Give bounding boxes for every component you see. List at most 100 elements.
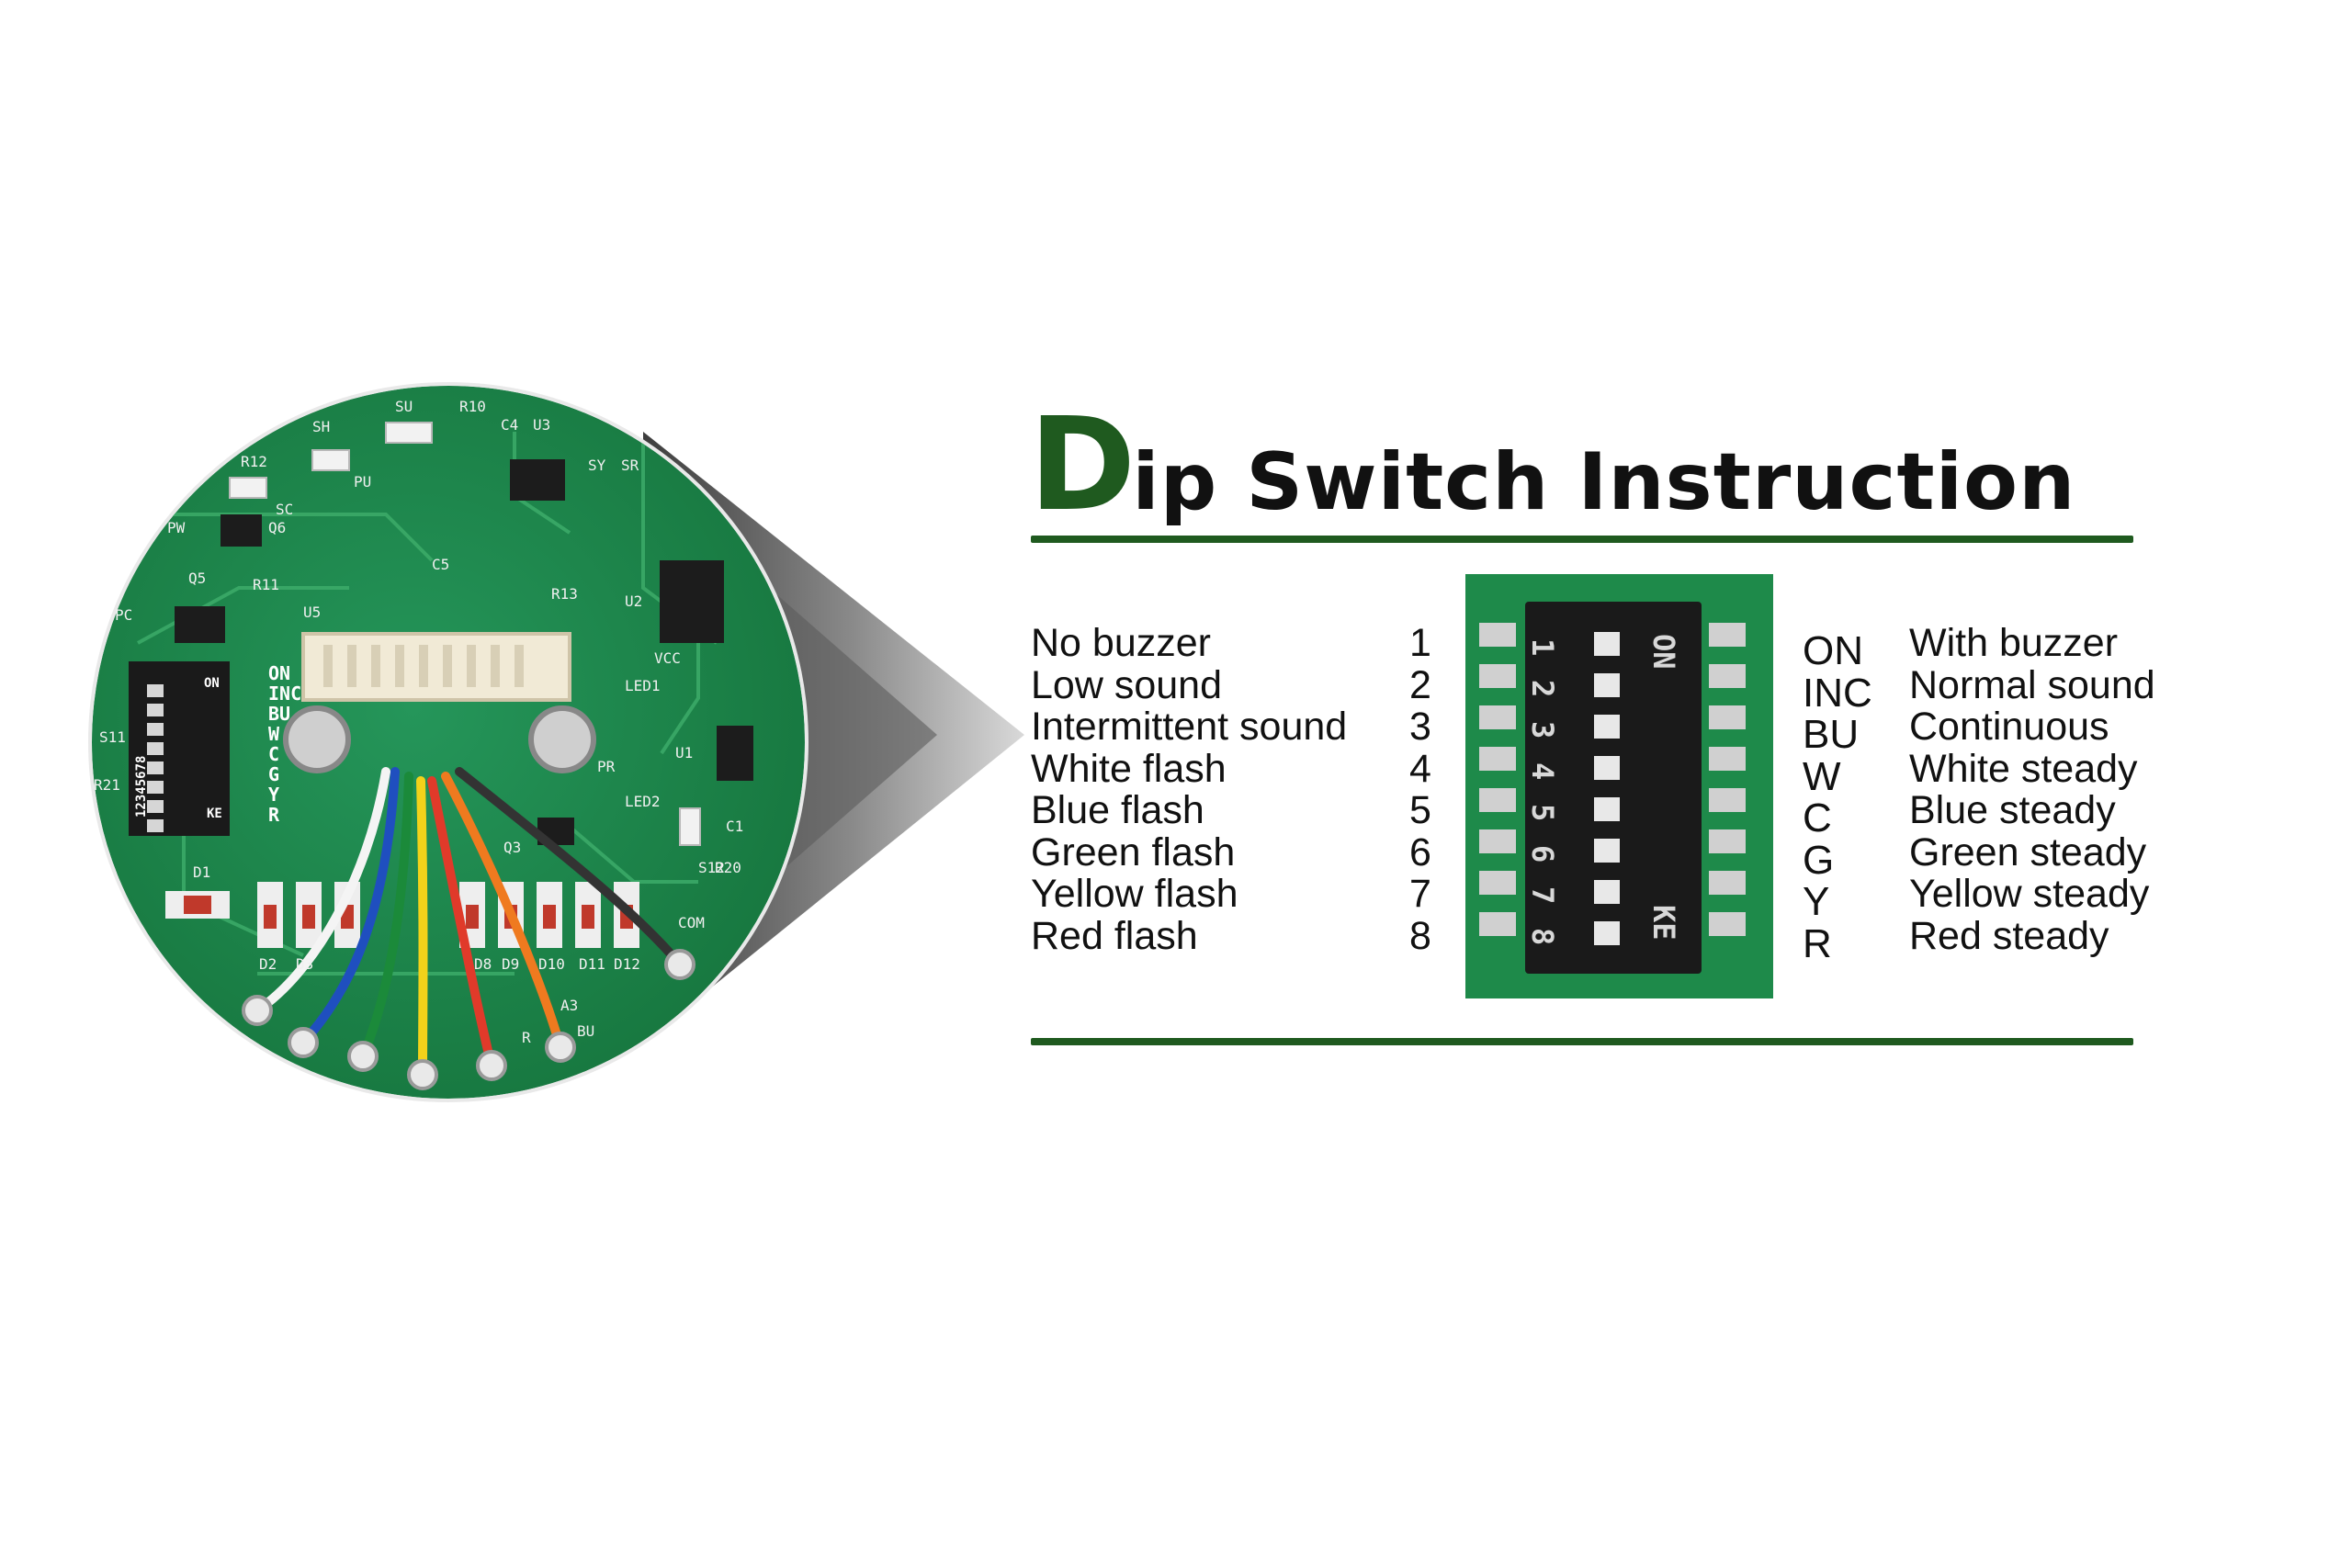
pcb-dip-switch (129, 661, 230, 836)
on-label: Normal sound (1909, 662, 2155, 707)
pcb-silk-label: R10 (459, 398, 486, 415)
off-label: Green flash (1031, 829, 1236, 874)
switch-number: 1 (1409, 621, 1431, 665)
switch-code: BU (1803, 712, 1860, 757)
pcb-silk-label: U3 (533, 416, 550, 434)
switch-code: Y (1803, 879, 1830, 924)
off-label: Blue flash (1031, 788, 1204, 832)
switch-codes-column: ON INC BU W C G Y R (1803, 630, 1872, 964)
dip-switch-number: 5 (1525, 804, 1560, 821)
pcb-chips (175, 459, 753, 845)
switch-number: 8 (1409, 913, 1431, 958)
pcb-silk-label: VCC (654, 649, 681, 667)
pcb-silk-label: D11 (579, 955, 605, 973)
pcb-silk-label: SY (588, 457, 606, 474)
bottom-divider (1031, 1038, 2133, 1045)
pcb-silk-label: D8 (474, 955, 492, 973)
pcb-silk-label: D10 (538, 955, 565, 973)
on-label: Yellow steady (1909, 872, 2150, 916)
pcb-silk-label: R12 (241, 453, 267, 470)
dip-switch-number: 8 (1525, 928, 1560, 945)
pcb-silk-label: SR (621, 457, 639, 474)
on-label: Red steady (1909, 913, 2109, 958)
dip-switch-toggles (1594, 632, 1620, 945)
off-label: Intermittent sound (1031, 705, 1348, 749)
off-label: White flash (1031, 746, 1227, 791)
pcb-silk-label: Q3 (503, 839, 521, 856)
switch-number: 3 (1409, 705, 1431, 749)
pcb-silk-label: R13 (551, 585, 578, 603)
off-label: Red flash (1031, 913, 1198, 958)
pcb-silk-label: U2 (625, 592, 642, 610)
on-label: Green steady (1909, 829, 2147, 874)
dip-switch-pads (1479, 623, 1746, 936)
off-label: Low sound (1031, 662, 1222, 707)
pcb-dip-label: W (268, 723, 280, 745)
pcb-silk-label: C5 (432, 556, 449, 573)
on-label: Continuous (1909, 705, 2109, 749)
switch-number: 7 (1409, 872, 1431, 916)
dip-switch-on-label: ON (1646, 634, 1681, 670)
pcb-dip-label: ON (268, 662, 290, 684)
switch-code: INC (1803, 670, 1872, 716)
switch-number: 2 (1409, 662, 1431, 707)
pcb-silk-label: PC (115, 606, 132, 624)
dip-switch-number: 3 (1525, 721, 1560, 739)
pcb-screw (283, 705, 351, 773)
pcb-header-connector (301, 632, 571, 702)
pcb-silk-label: SC (276, 501, 293, 518)
title-initial: D (1029, 390, 1136, 540)
off-label: No buzzer (1031, 621, 1211, 665)
page-title: Dip Switch Instruction (1029, 390, 2132, 540)
pcb-dip-label: Y (268, 784, 279, 806)
pcb-dip-label: C (268, 743, 279, 765)
pcb-silk-label: C4 (501, 416, 518, 434)
dip-switch-number: 4 (1525, 762, 1560, 780)
dip-switch-body (1525, 602, 1702, 974)
pcb-resistors (229, 422, 701, 846)
pcb-silk-label: LED1 (625, 677, 661, 694)
pcb-silk-label: C1 (726, 818, 743, 835)
switch-code: ON (1803, 628, 1863, 673)
pcb-silk-label: R (522, 1029, 531, 1046)
pcb-dip-numbers: 12345678 (134, 756, 149, 818)
switch-code: R (1803, 920, 1832, 966)
on-labels-column: With buzzer Normal sound Continuous Whit… (1909, 621, 2155, 958)
dip-switch-number: 7 (1525, 886, 1560, 904)
pcb-silk-label: COM (678, 914, 705, 931)
pcb-silk-label: D2 (259, 955, 277, 973)
pcb-silk-label: U1 (675, 744, 693, 761)
dip-switch-brand: KE (1646, 905, 1681, 941)
pcb-silk-label: PU (354, 473, 371, 491)
pcb-silk-label: PW (167, 519, 186, 536)
pcb-silk-label: LED2 (625, 793, 661, 810)
pcb-dip-brand: KE (207, 807, 222, 821)
switch-code: W (1803, 753, 1841, 799)
pcb-wires (253, 767, 684, 1079)
off-label: Yellow flash (1031, 872, 1238, 916)
pcb-silk-label: D12 (614, 955, 640, 973)
title-rest: ip Switch Instruction (1132, 436, 2076, 528)
pcb-silk-label: SU (395, 398, 413, 415)
pcb-silk-label: SH (312, 418, 330, 435)
dip-switch-number: 1 (1525, 638, 1560, 656)
pcb-dip-top-label: ON (204, 676, 220, 691)
pcb-silk-label: Q6 (268, 519, 286, 536)
pcb-screw (528, 705, 596, 773)
pcb-silk-label: D9 (502, 955, 519, 973)
switch-number: 4 (1409, 746, 1431, 791)
pcb-silk-label: BU (577, 1022, 594, 1040)
pcb-silk-label: A3 (560, 997, 578, 1014)
dip-switch-number: 6 (1525, 845, 1560, 863)
pcb-silk-label: U5 (303, 604, 321, 621)
pcb-dip-label: R (268, 804, 280, 826)
pcb-silk-label: S12 (698, 859, 725, 876)
switch-number: 5 (1409, 788, 1431, 832)
pcb-silk-label: R20 (715, 859, 741, 876)
on-label: With buzzer (1909, 621, 2119, 665)
switch-numbers-column: 1 2 3 4 5 6 7 8 (1393, 621, 1448, 958)
pcb-silk-label: S11 (99, 728, 126, 746)
pcb-silk-label: D3 (296, 955, 313, 973)
off-labels-column: No buzzer Low sound Intermittent sound W… (1031, 621, 1348, 958)
